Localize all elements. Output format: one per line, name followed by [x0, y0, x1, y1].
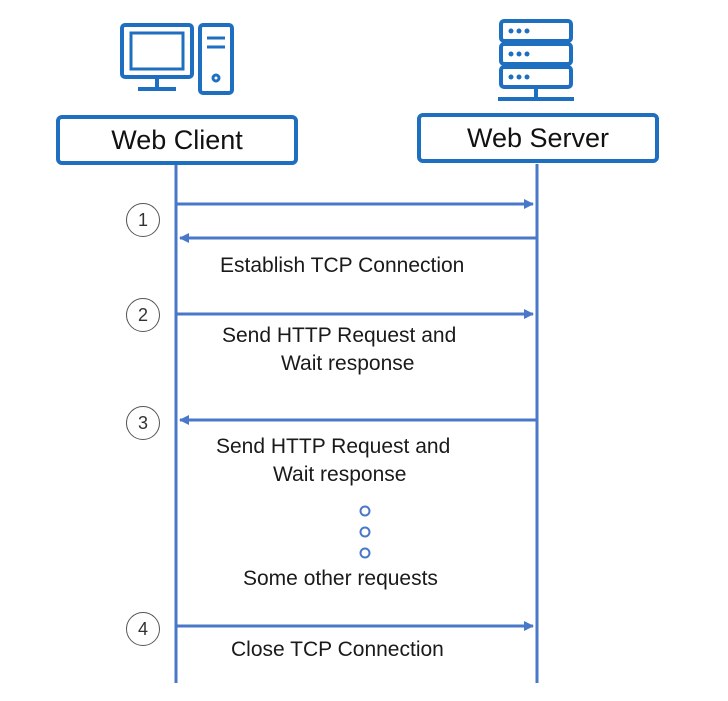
ellipsis-label: Some other requests [243, 567, 438, 590]
web-server-box: Web Server [417, 113, 659, 163]
step1-label: Establish TCP Connection [220, 254, 465, 277]
step3-label-line1: Send HTTP Request and [216, 435, 451, 458]
step3-label-line2: Wait response [273, 463, 407, 486]
step-badge-2: 2 [126, 298, 160, 332]
server-rack-icon [498, 19, 574, 101]
desktop-computer-icon [120, 23, 234, 95]
step-badge-1: 1 [126, 203, 160, 237]
step-badge-4: 4 [126, 612, 160, 646]
step4-label: Close TCP Connection [231, 638, 444, 661]
step2-label-line2: Wait response [281, 352, 415, 375]
step-badge-3: 3 [126, 406, 160, 440]
web-client-box: Web Client [56, 115, 298, 165]
web-client-label: Web Client [111, 124, 243, 155]
step2-label-line1: Send HTTP Request and [222, 324, 457, 347]
ellipsis-dots [359, 505, 371, 559]
web-server-label: Web Server [466, 122, 610, 153]
